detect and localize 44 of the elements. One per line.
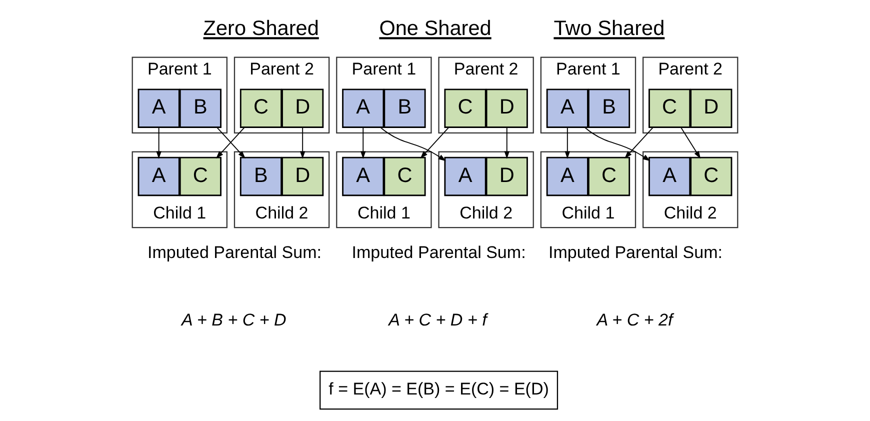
arrow	[624, 126, 654, 158]
node-box: A	[546, 156, 588, 196]
arrow	[156, 126, 162, 159]
node-box: A	[138, 156, 180, 196]
node-box: C	[588, 156, 630, 196]
node-box: C	[690, 156, 732, 196]
node-box: f = E(A) = E(B) = E(C) = E(D)	[320, 370, 558, 410]
label: Imputed Parental Sum:	[147, 243, 322, 262]
node-box: C	[444, 88, 486, 128]
arrow	[380, 126, 446, 162]
arrow	[564, 126, 570, 159]
node-box: A	[444, 156, 486, 196]
label: Zero Shared	[203, 17, 319, 40]
arrow	[504, 126, 510, 159]
node-box: B	[240, 156, 282, 196]
node-box: C	[648, 88, 691, 128]
node-box: D	[486, 156, 528, 196]
node-box: C	[384, 156, 426, 196]
node-box: B	[588, 88, 630, 128]
node-box: D	[690, 88, 732, 128]
node-box: C	[240, 88, 282, 128]
arrow	[300, 126, 306, 159]
arrow	[420, 126, 450, 158]
label: Two Shared	[554, 17, 665, 40]
node-box: A	[342, 156, 384, 196]
label: A + C + D + f	[388, 310, 487, 330]
node-box: B	[384, 88, 426, 128]
node-box: D	[486, 88, 528, 128]
label: A + B + C + D	[182, 310, 286, 330]
node-box: B	[179, 88, 222, 128]
node-box: A	[138, 88, 180, 128]
node-box: A	[648, 156, 691, 196]
node-box: D	[282, 156, 324, 196]
node-box: A	[342, 88, 384, 128]
arrow	[584, 126, 650, 162]
arrow	[360, 126, 366, 159]
arrow	[680, 126, 701, 159]
label: A + C + 2f	[596, 310, 673, 330]
label: One Shared	[379, 17, 492, 40]
node-box: A	[546, 88, 588, 128]
label: Imputed Parental Sum:	[548, 243, 723, 262]
node-box: C	[179, 156, 222, 196]
label: Imputed Parental Sum:	[352, 243, 526, 262]
node-box: D	[282, 88, 324, 128]
